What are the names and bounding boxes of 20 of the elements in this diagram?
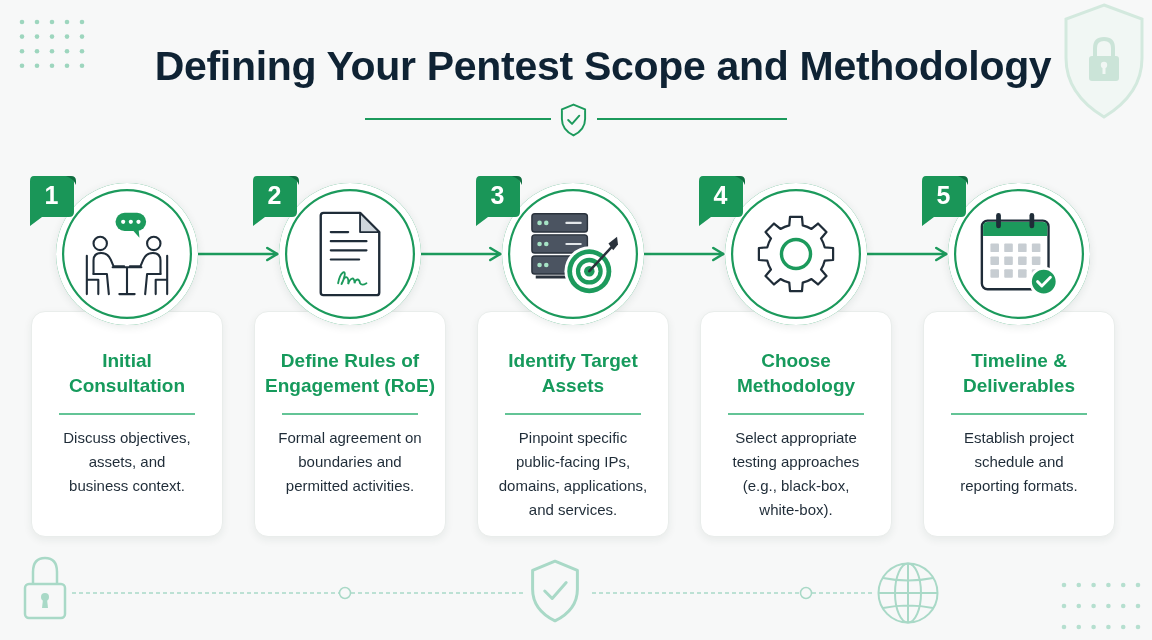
arrow: [644, 246, 725, 262]
step-title: Timeline & Deliverables: [962, 349, 1076, 398]
arrow: [867, 246, 948, 262]
step-description: Formal agreement on boundaries and permitted activities.: [277, 428, 423, 496]
arrow: [421, 246, 502, 262]
step-card: [31, 311, 223, 537]
step-description: Discuss objectives, assets, and business context.: [62, 428, 192, 496]
step-card: [477, 311, 669, 537]
step-description: Pinpoint specific public-facing IPs, domains, applications, and services.: [497, 428, 649, 520]
step-title: Initial Consultation: [67, 349, 187, 398]
step-title: Define Rules of Engagement (RoE): [264, 349, 436, 398]
step-card: [923, 311, 1115, 537]
step-card: [700, 311, 892, 537]
step-description: Establish project schedule and reporting formats.: [959, 428, 1079, 496]
step-card: [254, 311, 446, 537]
page-title: Defining Your Pentest Scope and Methodology: [154, 43, 1052, 90]
step-title: Identify Target Assets: [507, 349, 639, 398]
arrow: [198, 246, 279, 262]
step-description: Select appropriate testing approaches (e.g., black-box, white-box).: [731, 428, 861, 520]
step-title: Choose Methodology: [735, 349, 857, 398]
